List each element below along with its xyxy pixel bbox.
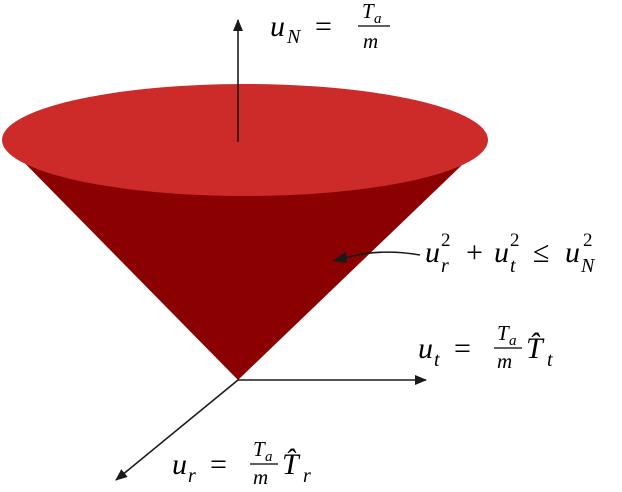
constraint-s2: t: [510, 255, 516, 277]
tangent-eq: =: [454, 332, 471, 365]
constraint-p2: 2: [510, 230, 520, 251]
tangent-num: T: [497, 321, 510, 345]
constraint-s3: N: [580, 255, 596, 277]
radial-u: u: [172, 448, 187, 481]
normal-num: T: [362, 0, 375, 23]
radial-sub: r: [188, 465, 196, 487]
constraint-u2: u: [494, 236, 509, 269]
tangent-u: u: [418, 332, 433, 365]
normal-den: m: [363, 29, 378, 53]
constraint-plus: +: [466, 236, 483, 269]
tangent-vec: T̂: [526, 332, 545, 365]
radial-den: m: [253, 465, 268, 489]
tangent-sub: t: [434, 349, 440, 371]
tangent-den: m: [497, 349, 512, 373]
constraint-pointer: [344, 251, 421, 259]
constraint-pointer-head: [332, 252, 347, 263]
radial-num-sub: a: [265, 449, 273, 465]
tangent-num-sub: a: [509, 333, 517, 349]
tangent-label: u t = T a m T̂ t: [418, 321, 553, 373]
cone-side: [2, 140, 488, 380]
constraint-u1: u: [425, 236, 440, 269]
normal-sub: N: [286, 26, 302, 48]
normal-eq: =: [315, 10, 332, 43]
normal-u: u: [270, 10, 285, 43]
constraint-u3: u: [565, 236, 580, 269]
constraint-label: u r 2 + u t 2 ≤ u N 2: [425, 230, 596, 277]
radial-axis-arrow: [115, 379, 239, 481]
cone-top: [2, 84, 488, 196]
radial-vec-sub: r: [303, 465, 311, 487]
radial-eq: =: [210, 448, 227, 481]
constraint-p1: 2: [441, 230, 451, 251]
constraint-p3: 2: [583, 230, 593, 251]
tangent-vec-sub: t: [547, 349, 553, 371]
normal-label: u N = T a m: [270, 0, 390, 53]
normal-num-sub: a: [374, 11, 382, 27]
radial-num: T: [253, 437, 266, 461]
radial-label: u r = T a m T̂ r: [172, 437, 311, 489]
constraint-leq: ≤: [533, 236, 549, 269]
radial-vec: T̂: [282, 448, 301, 481]
constraint-s1: r: [441, 255, 449, 277]
